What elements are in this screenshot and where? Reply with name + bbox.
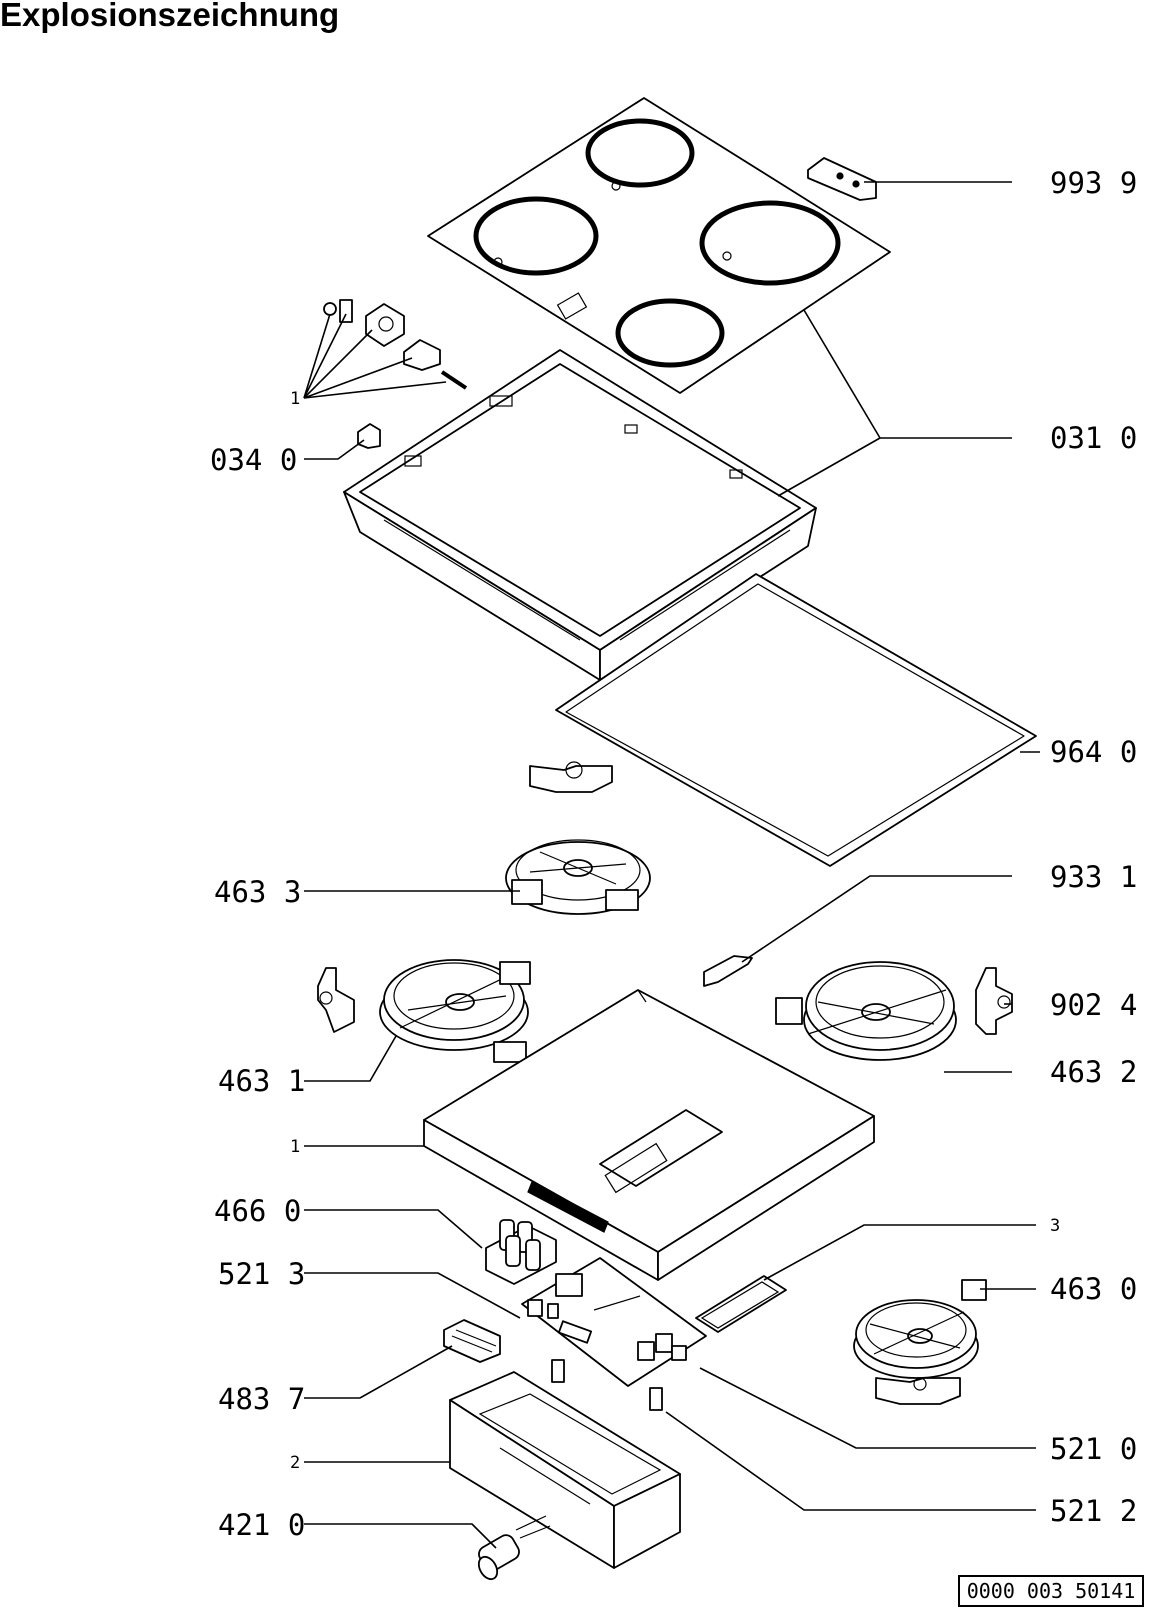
heater-463-0 bbox=[853, 1279, 987, 1405]
leader-lines bbox=[303, 181, 1040, 1549]
housing-2 bbox=[449, 1371, 681, 1569]
base-tray bbox=[423, 989, 875, 1281]
label-521-0: 521 0 bbox=[1050, 1432, 1137, 1466]
label-3: 3 bbox=[1050, 1216, 1060, 1236]
label-521-2: 521 2 bbox=[1050, 1494, 1137, 1528]
seal-964-0 bbox=[555, 573, 1037, 867]
label-463-2: 463 2 bbox=[1050, 1055, 1137, 1089]
part-labels: 993 9 031 0 034 0 1 964 0 463 3 933 1 90… bbox=[210, 166, 1137, 1542]
heater-463-2 bbox=[703, 955, 1013, 1061]
filter-466-0 bbox=[485, 1219, 557, 1285]
heater-463-1 bbox=[317, 959, 531, 1063]
frame bbox=[343, 349, 817, 681]
fuse-parts bbox=[551, 1359, 663, 1411]
ceramic-glass-top bbox=[427, 97, 891, 394]
label-933-1: 933 1 bbox=[1050, 860, 1137, 894]
label-463-3: 463 3 bbox=[214, 875, 301, 909]
label-521-3: 521 3 bbox=[218, 1257, 305, 1291]
label-993-9: 993 9 bbox=[1050, 166, 1137, 200]
label-463-1: 463 1 bbox=[218, 1064, 305, 1098]
terminal-block-483-7 bbox=[443, 1319, 501, 1363]
motor-421-0 bbox=[477, 1515, 551, 1581]
label-421-0: 421 0 bbox=[218, 1508, 305, 1542]
heater-463-3 bbox=[505, 761, 651, 915]
drawing-number: 0000 003 50141 bbox=[958, 1575, 1144, 1607]
fastener-parts bbox=[323, 299, 468, 449]
label-483-7: 483 7 bbox=[218, 1382, 305, 1416]
label-463-0: 463 0 bbox=[1050, 1272, 1137, 1306]
label-902-4: 902 4 bbox=[1050, 988, 1137, 1022]
page-title: Explosionszeichnung bbox=[0, 0, 340, 33]
label-466-0: 466 0 bbox=[214, 1194, 301, 1228]
label-1-tray: 1 bbox=[290, 1137, 300, 1157]
label-034-0: 034 0 bbox=[210, 443, 297, 477]
pcb-521-0 bbox=[521, 1257, 707, 1387]
label-964-0: 964 0 bbox=[1050, 735, 1137, 769]
part-993-9 bbox=[807, 157, 877, 201]
label-031-0: 031 0 bbox=[1050, 421, 1137, 455]
label-1-fasteners: 1 bbox=[290, 389, 300, 409]
cover-3 bbox=[695, 1275, 787, 1333]
label-2: 2 bbox=[290, 1453, 300, 1473]
